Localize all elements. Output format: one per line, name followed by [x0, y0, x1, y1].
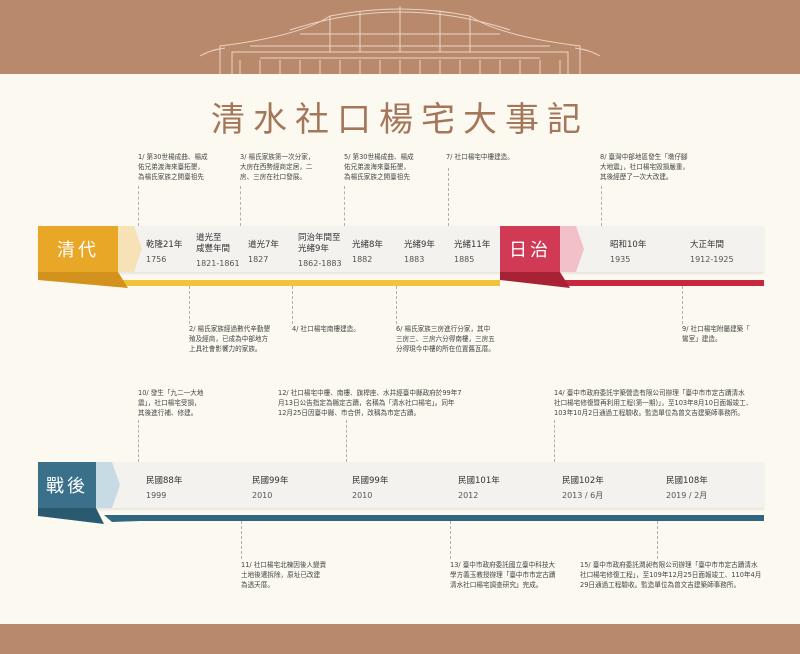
- event-note-4: 4/ 社口楊宅南樓建造。: [292, 325, 360, 333]
- temple-roof-illustration: [199, 6, 601, 74]
- connector: [241, 521, 242, 559]
- era-label-qing: 清代: [57, 240, 99, 261]
- connector: [657, 521, 658, 559]
- connector: [344, 186, 345, 226]
- stripe-qing: [118, 280, 500, 286]
- connector: [138, 420, 139, 462]
- timeline-band-2: [38, 462, 764, 508]
- connector: [292, 286, 293, 324]
- event-note-2: 2/ 楊氏家族經過數代辛勤墾 殖及經商，已成為中部地方 上具社會影響力的家族。: [189, 325, 271, 353]
- event-note-15: 15/ 臺中市政府委託潤昶有限公司辦理「臺中市市定古蹟清水 社口楊宅修復工程」，…: [580, 561, 762, 589]
- page-title: 清水社口楊宅大事記: [211, 100, 589, 140]
- event-note-8: 8/ 臺灣中部地區發生「墩仔腳 大地震」，社口楊宅毀損嚴重， 其後經歷了一次大改…: [600, 153, 690, 181]
- footer-bar: [0, 624, 800, 654]
- event-note-11: 11/ 社口楊宅北棟因後人變賣 土地後遭拆除，原址已改建 為透天厝。: [241, 561, 327, 589]
- event-note-7: 7/ 社口楊宅中樓建造。: [446, 153, 514, 161]
- connector: [601, 186, 602, 226]
- connector: [189, 286, 190, 324]
- connector: [448, 168, 449, 226]
- connector: [450, 521, 451, 559]
- connector: [554, 420, 555, 462]
- event-note-3: 3/ 楊氏家族第一次分家， 大房在西勢經商定居，二 房、三房在社口發展。: [240, 153, 315, 181]
- event-note-12: 12/ 社口楊宅中樓、南樓、旗桿座、水井經臺中縣政府於99年7 月13日公告指定…: [278, 389, 462, 417]
- event-note-13: 13/ 臺中市政府委託國立臺中科技大 學方義玉教授辦理「臺中市市定古蹟 清水社口…: [450, 561, 556, 589]
- era-label-postwar: 戰後: [46, 476, 88, 497]
- event-note-1: 1/ 第30世楊成曲、楊成 佑兄弟渡海來臺拓墾， 為楊氏家族之開臺祖先: [138, 153, 208, 181]
- stripe-postwar: [140, 515, 764, 521]
- connector: [240, 186, 241, 226]
- event-note-5: 5/ 第30世楊成曲、楊成 佑兄弟渡海來臺拓墾， 為楊氏家族之開臺祖先: [344, 153, 414, 181]
- event-note-6: 6/ 楊氏家族三房進行分家，其中 三房三、三房六分得南樓，三房五 分得現今中樓的…: [396, 325, 495, 353]
- connector: [396, 286, 397, 324]
- era-label-japan: 日治: [509, 240, 551, 261]
- event-note-10: 10/ 發生「九二一大地 震」，社口楊宅受損， 其後進行補、修建。: [138, 389, 204, 417]
- stripe-japan: [560, 280, 764, 286]
- header-banner: [0, 0, 800, 74]
- connector: [346, 420, 347, 462]
- event-note-9: 9/ 社口楊宅附屬建築「 鸞室」建造。: [682, 325, 750, 343]
- fold-shapes-2: [38, 462, 140, 524]
- connector: [682, 286, 683, 324]
- fold-shapes-1: [38, 226, 584, 288]
- event-note-14: 14/ 臺中市政府委託宇築營造有限公司辦理「臺中市市定古蹟清水 社口楊宅修復暨再…: [554, 389, 753, 417]
- connector: [138, 186, 139, 226]
- timeline-band-1: [38, 226, 764, 272]
- segment-qing: [38, 226, 118, 272]
- segment-postwar: [38, 462, 96, 508]
- segment-japan: [500, 226, 560, 272]
